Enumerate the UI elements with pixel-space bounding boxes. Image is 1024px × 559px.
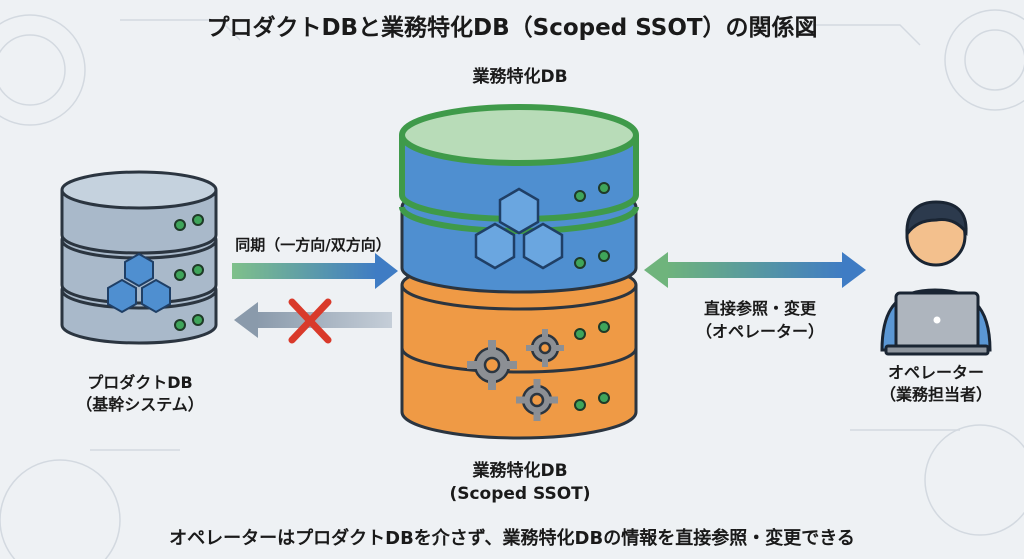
operator-label-line2: （業務担当者） bbox=[879, 385, 992, 404]
product-db-label-line2: （基幹システム） bbox=[76, 395, 204, 414]
background-decoration bbox=[0, 9, 1024, 559]
scoped-db-label-line1: 業務特化DB bbox=[472, 461, 568, 481]
scoped-db-label-line2: (Scoped SSOT) bbox=[449, 484, 591, 504]
product-db-label-line1: プロダクトDB bbox=[87, 373, 193, 392]
blocked-cross-icon bbox=[288, 298, 332, 344]
scoped-db-status-lights bbox=[574, 182, 610, 411]
product-db-status-lights bbox=[174, 214, 204, 331]
footer-caption: オペレーターはプロダクトDBを介さず、業務特化DBの情報を直接参照・変更できる bbox=[169, 528, 855, 549]
scoped-db-cylinder bbox=[400, 135, 638, 440]
blocked-reverse-arrow bbox=[234, 302, 392, 338]
operator-label-line1: オペレーター bbox=[887, 363, 984, 382]
top-db-label: 業務特化DB bbox=[472, 67, 568, 87]
scoped-db-cubes-icon bbox=[474, 187, 564, 270]
scoped-db-gears-icon bbox=[467, 329, 564, 421]
diagram-title: プロダクトDBと業務特化DB（Scoped SSOT）の関係図 bbox=[206, 15, 818, 41]
sync-arrow bbox=[232, 253, 398, 289]
laptop-icon bbox=[884, 291, 990, 356]
sync-label: 同期（一方向/双方向） bbox=[235, 236, 391, 254]
direct-access-arrow bbox=[644, 252, 866, 288]
direct-access-label-line1: 直接参照・変更 bbox=[703, 299, 816, 318]
direct-access-label-line2: （オペレーター） bbox=[695, 322, 824, 341]
product-db-cubes-icon bbox=[107, 252, 171, 314]
